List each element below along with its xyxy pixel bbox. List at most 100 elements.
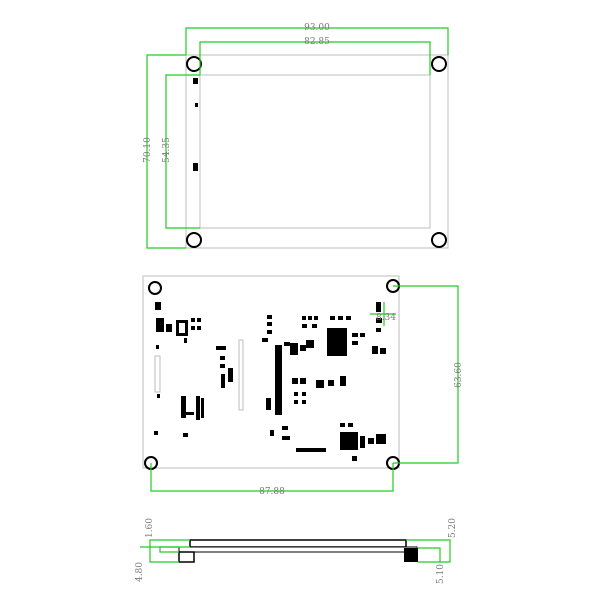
pad xyxy=(201,398,204,418)
pad xyxy=(193,78,198,84)
dim-side-thickness-top xyxy=(159,546,179,553)
mount-hole-tr xyxy=(431,56,447,72)
chip-window xyxy=(179,323,185,333)
pad xyxy=(193,163,198,171)
pad xyxy=(380,348,386,354)
bottom-connector xyxy=(296,448,326,452)
side-connector-right xyxy=(404,548,418,562)
pad xyxy=(338,316,343,320)
top-view-outline xyxy=(185,54,449,249)
top-view: 93.00 82.85 70.10 54.35 xyxy=(143,23,449,249)
pcb-view: 87.88 63.60 8.34 xyxy=(142,275,464,497)
mount-hole-br xyxy=(431,232,447,248)
pad xyxy=(302,316,306,320)
pad xyxy=(282,436,290,440)
pad xyxy=(312,324,317,328)
main-connector xyxy=(275,345,282,415)
pad xyxy=(302,324,307,328)
pcb-outline xyxy=(142,275,400,469)
pad xyxy=(330,316,335,320)
side-panel xyxy=(189,539,407,548)
pad xyxy=(376,434,386,444)
pad xyxy=(360,436,365,448)
label-pcb-hole-width: 87.88 xyxy=(259,487,285,497)
pad xyxy=(376,318,382,323)
pad xyxy=(266,398,271,410)
processor-chip xyxy=(327,328,347,356)
pad xyxy=(184,338,187,343)
side-view: 1.60 4.80 5.20 5.10 xyxy=(135,518,458,584)
pad xyxy=(316,380,324,388)
label-top-height-outer: 70.10 xyxy=(143,137,153,163)
pad xyxy=(220,364,225,368)
dim-top-width-outer xyxy=(185,27,449,55)
connector-lower-left xyxy=(181,396,186,418)
dim-side-total-right xyxy=(406,539,451,563)
dim-top-width-inner xyxy=(199,41,431,75)
pad xyxy=(228,368,233,382)
dim-pcb-hole-width xyxy=(150,463,394,492)
pad xyxy=(183,433,188,437)
label-top-width-inner: 82.85 xyxy=(304,37,330,47)
dim-pcb-hole-height xyxy=(393,285,459,464)
pad xyxy=(302,392,306,396)
pad xyxy=(300,345,306,351)
pad xyxy=(340,423,345,427)
pad xyxy=(221,374,225,388)
pad xyxy=(372,346,378,354)
pad xyxy=(267,315,272,319)
pad xyxy=(352,333,358,337)
pad xyxy=(196,396,200,420)
pad xyxy=(282,426,288,430)
pad xyxy=(376,328,381,332)
ic-chip xyxy=(340,432,358,450)
pad xyxy=(376,302,381,312)
pad xyxy=(267,322,272,326)
pad xyxy=(195,103,198,107)
ic-chip xyxy=(156,318,164,332)
dim-side-lower-right xyxy=(418,547,441,562)
side-connector-left xyxy=(178,551,195,563)
pad xyxy=(346,316,351,320)
pad xyxy=(352,341,358,345)
pad xyxy=(191,326,195,330)
pad xyxy=(360,333,365,337)
pad xyxy=(156,345,159,349)
side-pcb xyxy=(178,546,418,553)
pad xyxy=(348,423,353,427)
pad xyxy=(157,394,160,398)
pad xyxy=(262,338,268,342)
label-top-width-outer: 93.00 xyxy=(304,23,330,33)
pad xyxy=(155,302,161,310)
pad xyxy=(197,318,201,322)
pad xyxy=(186,412,194,415)
pad xyxy=(292,378,298,384)
pad xyxy=(352,456,357,461)
pad xyxy=(300,378,306,384)
pad xyxy=(216,346,226,350)
pad xyxy=(197,326,201,330)
pad xyxy=(302,400,306,404)
label-side-lower-right: 5.10 xyxy=(436,564,446,584)
label-side-total-left: 4.80 xyxy=(135,562,145,582)
active-area-outline xyxy=(199,74,431,229)
pad xyxy=(328,380,334,386)
label-top-height-inner: 54.35 xyxy=(162,137,172,163)
pad xyxy=(284,342,290,346)
pad xyxy=(191,318,195,322)
label-side-thickness-top: 1.60 xyxy=(145,518,155,538)
pad xyxy=(220,356,225,360)
flex-connector xyxy=(238,339,244,411)
label-pcb-small-offset: 8.34 xyxy=(376,313,396,323)
pad xyxy=(154,431,158,435)
dim-top-height-outer xyxy=(146,54,186,249)
crystal xyxy=(290,343,298,355)
pad xyxy=(294,400,298,404)
edge-connector xyxy=(154,355,161,393)
pad xyxy=(306,340,314,348)
mount-hole-tl xyxy=(186,56,202,72)
pad xyxy=(340,376,346,386)
pad xyxy=(294,392,298,396)
